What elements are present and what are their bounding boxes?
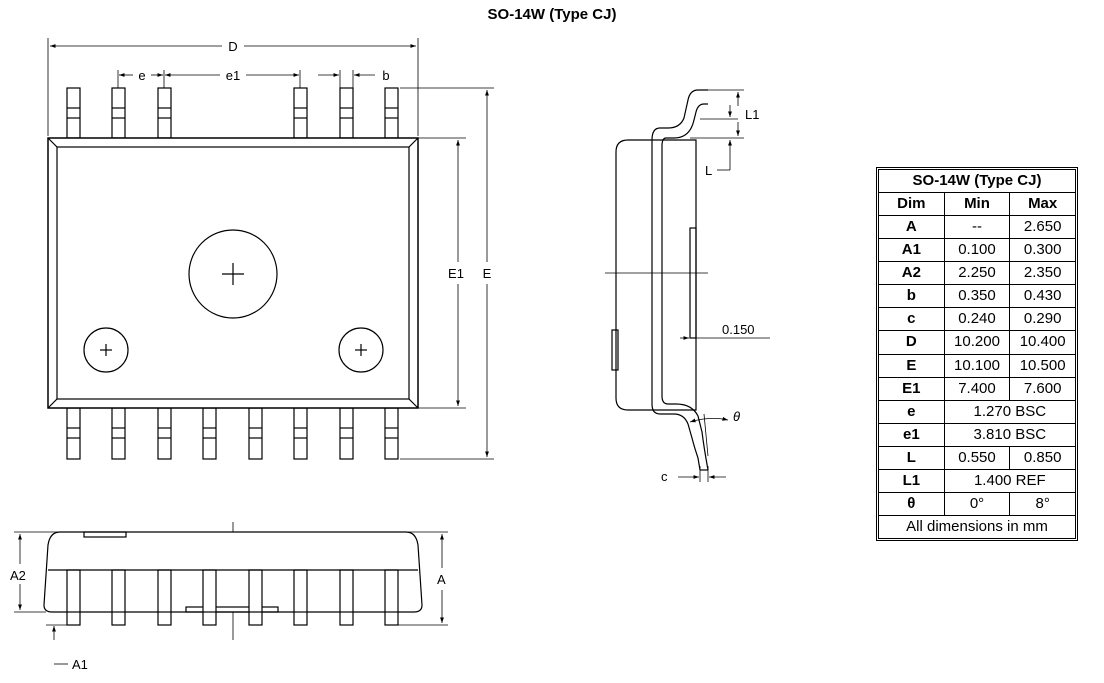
dim-cell: A2 — [878, 261, 945, 286]
dim-cell: E1 — [878, 376, 945, 401]
dim-cell: b — [878, 284, 945, 309]
value-cell: 3.810 BSC — [943, 422, 1077, 447]
bottom-leads — [66, 407, 399, 460]
table-row: A--2.650 — [878, 215, 1076, 240]
label-A2: A2 — [10, 568, 26, 583]
max-cell: 0.300 — [1009, 238, 1076, 263]
min-cell: -- — [943, 215, 1011, 240]
max-cell: 0.290 — [1009, 307, 1076, 332]
label-lead-offset: 0.150 — [722, 322, 755, 337]
label-A: A — [437, 572, 446, 587]
min-cell: 0.100 — [943, 238, 1011, 263]
label-c: c — [661, 469, 668, 484]
label-b: b — [382, 68, 389, 83]
label-e: e — [138, 68, 145, 83]
dim-cell: L1 — [878, 468, 945, 493]
front-view — [43, 522, 423, 640]
top-view — [47, 87, 419, 460]
side-view-dimensions — [605, 89, 770, 482]
table-title: SO-14W (Type CJ) — [878, 168, 1076, 194]
header-max: Max — [1009, 192, 1076, 217]
ejector-pin-mark-center — [188, 229, 278, 319]
max-cell: 2.650 — [1009, 215, 1076, 240]
dim-cell: A1 — [878, 238, 945, 263]
header-dim: Dim — [878, 192, 945, 217]
label-E1: E1 — [448, 266, 464, 281]
top-leads — [66, 87, 399, 139]
top-view-dimensions — [47, 38, 494, 460]
min-cell: 0.350 — [943, 284, 1011, 309]
drawing-title: SO-14W (Type CJ) — [487, 6, 617, 23]
label-E: E — [483, 266, 492, 281]
max-cell: 2.350 — [1009, 261, 1076, 286]
min-cell: 10.100 — [943, 353, 1011, 378]
max-cell: 10.400 — [1009, 330, 1076, 355]
label-theta: θ — [733, 409, 740, 424]
side-view — [611, 89, 709, 471]
dim-cell: e — [878, 399, 945, 424]
dimension-table: SO-14W (Type CJ) Dim Min Max A--2.650 A1… — [876, 167, 1078, 541]
value-cell: 1.400 REF — [943, 468, 1077, 493]
package-outline-drawing: D e e1 b E1 E L1 — [10, 38, 770, 672]
min-cell: 10.200 — [943, 330, 1011, 355]
min-cell: 7.400 — [943, 376, 1011, 401]
min-cell: 0.240 — [943, 307, 1011, 332]
value-cell: 1.270 BSC — [943, 399, 1077, 424]
min-cell: 2.250 — [943, 261, 1011, 286]
header-min: Min — [943, 192, 1011, 217]
ejector-pin-mark-right — [338, 327, 384, 373]
dim-cell: e1 — [878, 422, 945, 447]
max-cell: 0.850 — [1009, 445, 1076, 470]
dim-cell: D — [878, 330, 945, 355]
max-cell: 7.600 — [1009, 376, 1076, 401]
max-cell: 0.430 — [1009, 284, 1076, 309]
dim-cell: A — [878, 215, 945, 240]
min-cell: 0° — [943, 491, 1011, 516]
dim-cell: θ — [878, 491, 945, 516]
label-D: D — [228, 39, 237, 54]
max-cell: 8° — [1009, 491, 1076, 516]
label-e1: e1 — [226, 68, 240, 83]
dim-cell: E — [878, 353, 945, 378]
min-cell: 0.550 — [943, 445, 1011, 470]
label-L1: L1 — [745, 107, 759, 122]
front-view-dimensions — [14, 531, 448, 665]
max-cell: 10.500 — [1009, 353, 1076, 378]
table-footer: All dimensions in mm — [878, 514, 1076, 540]
dim-cell: L — [878, 445, 945, 470]
label-L: L — [705, 163, 712, 178]
ejector-pin-mark-left — [83, 327, 129, 373]
dim-cell: c — [878, 307, 945, 332]
label-A1: A1 — [72, 657, 88, 672]
